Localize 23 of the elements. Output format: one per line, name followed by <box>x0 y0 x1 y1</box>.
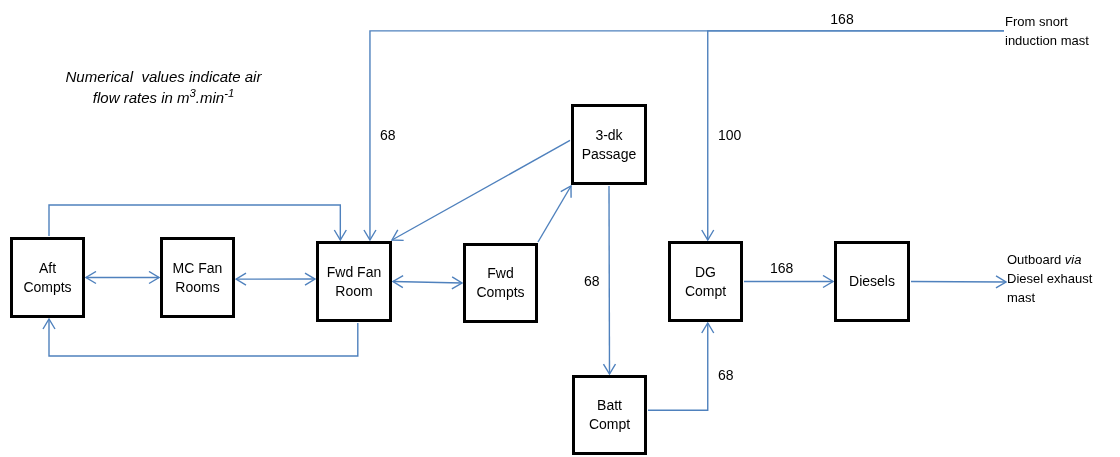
arrow <box>392 275 463 290</box>
arrow <box>743 274 834 289</box>
process-box: DG Compt <box>668 241 743 322</box>
arrow <box>391 139 571 242</box>
process-box: MC Fan Rooms <box>160 237 235 318</box>
process-box: 3-dk Passage <box>571 104 647 185</box>
arrow <box>235 272 316 286</box>
arrow <box>537 185 572 243</box>
endpoint-label: From snort induction mast <box>1005 12 1118 56</box>
arrow <box>85 270 160 285</box>
process-box: Diesels <box>834 241 910 322</box>
arrow <box>42 318 359 357</box>
arrow <box>602 185 617 375</box>
process-box: Aft Compts <box>10 237 85 318</box>
note-text: Numerical values indicate air flow rates in m$^{3}$.min$^{-1}$ <box>64 67 263 108</box>
process-box: Fwd Fan Room <box>316 241 392 322</box>
arrow <box>48 204 347 241</box>
endpoint-label: Outboard via Diesel exhaust mast <box>1007 250 1119 314</box>
arrow <box>701 30 1005 241</box>
arrow <box>647 322 715 411</box>
process-box: Batt Compt <box>572 375 647 455</box>
arrow <box>910 275 1007 289</box>
process-box: Fwd Compts <box>463 243 538 323</box>
